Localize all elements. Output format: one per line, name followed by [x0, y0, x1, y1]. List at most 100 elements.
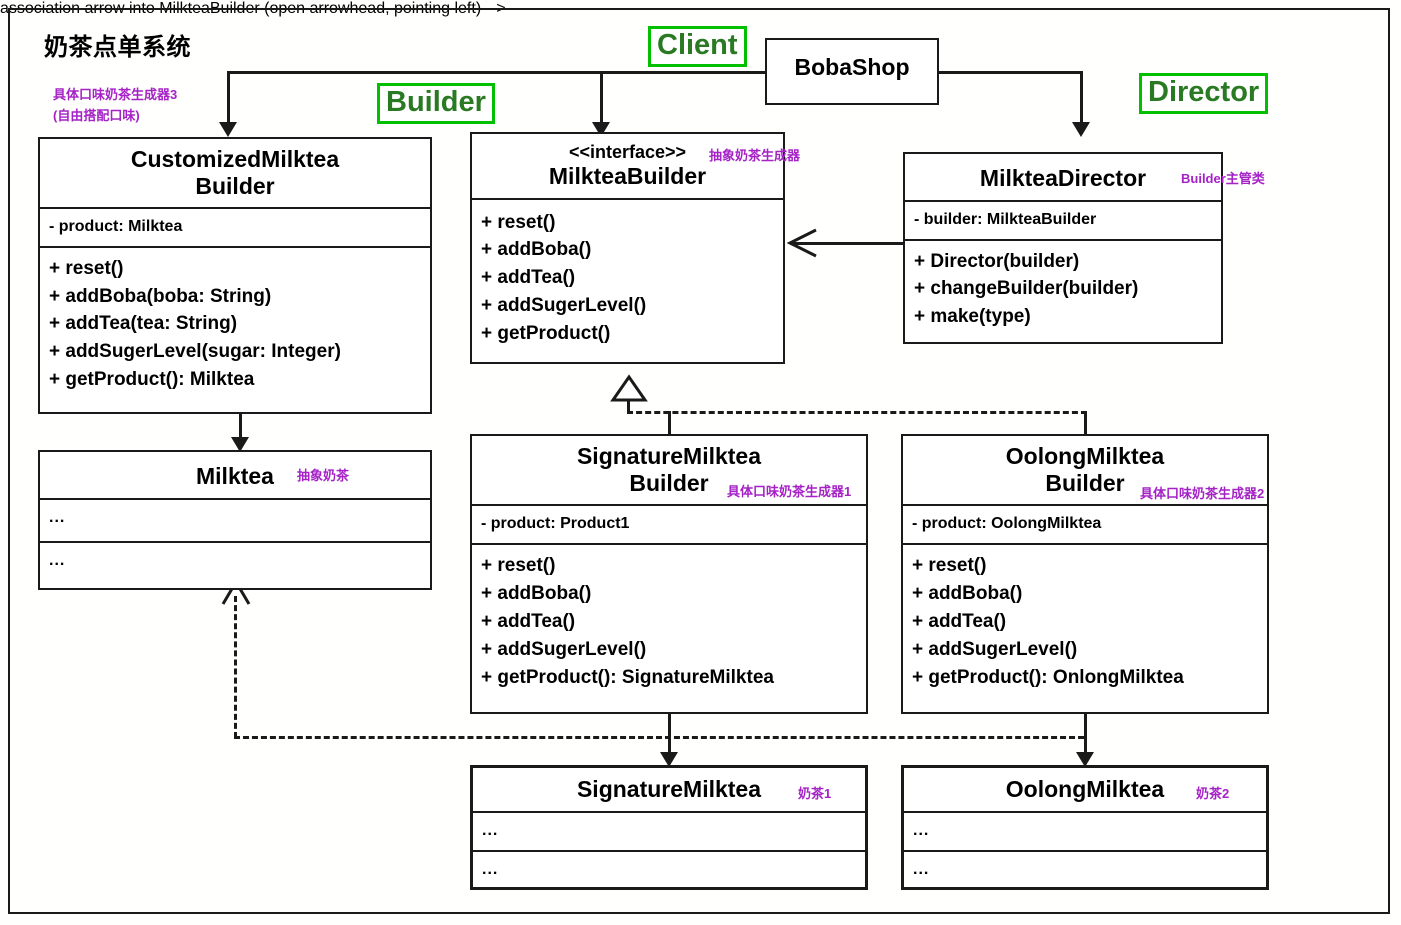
class-box-signature-milktea-builder[interactable]: SignatureMilktea Builder - product: Prod… — [470, 434, 868, 714]
operation-row: + getProduct() — [481, 323, 611, 345]
role-tag-client: Client — [648, 26, 747, 68]
arrowhead-to-signature-milktea — [660, 752, 678, 767]
operation-row: + addTea(tea: String) — [49, 313, 238, 335]
customized-builder-attributes: - product: Milktea — [40, 207, 430, 246]
connector-drop-customized — [227, 71, 230, 124]
page-border — [8, 8, 1390, 914]
class-box-milktea-builder-interface[interactable]: <<interface>> MilkteaBuilder + reset() +… — [470, 132, 785, 364]
signature-milktea-title: SignatureMilktea — [576, 776, 762, 802]
connector-products-dep-bus — [234, 736, 1084, 739]
annotation-oolong-builder: 具体口味奶茶生成器2 — [1140, 486, 1265, 501]
signature-builder-title-line1: SignatureMilktea — [576, 443, 762, 469]
operation-row: + addSugerLevel() — [481, 295, 647, 317]
connector-realization-stem — [627, 398, 630, 412]
operation-row: + addSugerLevel() — [481, 639, 647, 661]
operation-row: + reset() — [481, 555, 556, 577]
milktea-director-title: MilkteaDirector — [979, 165, 1147, 191]
operation-row: + reset() — [481, 211, 556, 233]
operation-row: + addBoba() — [912, 583, 1023, 605]
operation-row: + addSugerLevel() — [912, 639, 1078, 661]
annotation-signature-milktea: 奶茶1 — [798, 786, 832, 801]
connector-realization-to-signature — [668, 411, 671, 436]
operation-row: + addTea() — [481, 611, 576, 633]
operation-row: + addBoba(boba: String) — [49, 285, 272, 307]
operation-row: + addBoba() — [481, 583, 592, 605]
operation-row: ... — [49, 551, 66, 569]
class-box-customized-milktea-builder[interactable]: CustomizedMilktea Builder - product: Mil… — [38, 137, 432, 414]
oolong-builder-title-line1: OolongMilktea — [1005, 443, 1165, 469]
triangle-realization-milktea-builder — [610, 374, 648, 402]
attribute-row: ... — [913, 821, 930, 839]
milktea-attributes: ... — [40, 497, 430, 541]
class-box-oolong-milktea[interactable]: OolongMilktea ... ... — [901, 765, 1269, 890]
operation-row: + getProduct(): OnlongMilktea — [912, 667, 1184, 689]
connector-realization-to-oolong — [1084, 411, 1087, 436]
class-box-bobashop[interactable]: BobaShop — [765, 38, 939, 105]
oolong-milktea-attributes: ... — [904, 810, 1266, 850]
operation-row: + addSugerLevel(sugar: Integer) — [49, 340, 341, 362]
operation-row: ... — [482, 860, 499, 878]
attribute-row: - product: Milktea — [49, 218, 183, 236]
connector-products-dep-vertical — [234, 596, 237, 738]
customized-builder-title-line2: Builder — [195, 172, 275, 199]
milktea-operations: ... — [40, 540, 430, 584]
annotation-milktea: 抽象奶茶 — [297, 468, 350, 483]
role-tag-builder: Builder — [377, 83, 495, 125]
oolong-milktea-title: OolongMilktea — [1005, 776, 1165, 802]
connector-realization-bus — [627, 411, 1087, 414]
arrowhead-to-director — [1072, 122, 1090, 137]
attribute-row: - product: OolongMilktea — [912, 515, 1102, 533]
operation-row: + changeBuilder(builder) — [914, 278, 1139, 300]
signature-milktea-operations: ... — [473, 849, 865, 889]
oolong-builder-attributes: - product: OolongMilktea — [903, 504, 1267, 543]
arrowhead-to-milktea — [231, 437, 249, 452]
connector-bobashop-bus-right — [938, 71, 1083, 74]
milktea-title: Milktea — [196, 463, 274, 489]
class-box-oolong-milktea-builder[interactable]: OolongMilktea Builder - product: OolongM… — [901, 434, 1269, 714]
class-box-milktea-director[interactable]: MilkteaDirector - builder: MilkteaBuilde… — [903, 152, 1223, 344]
arrowhead-to-oolong-milktea — [1076, 752, 1094, 767]
annotation-signature-builder: 具体口味奶茶生成器1 — [727, 484, 852, 499]
operation-row: + getProduct(): SignatureMilktea — [481, 667, 774, 689]
oolong-builder-operations: + reset() + addBoba() + addTea() + addSu… — [903, 543, 1267, 700]
annotation-milktea-builder: 抽象奶茶生成器 — [709, 148, 801, 163]
operation-row: + getProduct(): Milktea — [49, 368, 255, 390]
oolong-builder-title-line2: Builder — [1045, 469, 1125, 496]
annotation-oolong-milktea: 奶茶2 — [1196, 786, 1230, 801]
attribute-row: ... — [49, 508, 66, 526]
side-note-line1: 具体口味奶茶生成器3 — [53, 87, 178, 102]
connector-customized-to-milktea — [239, 413, 242, 443]
attribute-row: - builder: MilkteaBuilder — [914, 210, 1097, 228]
signature-milktea-attributes: ... — [473, 810, 865, 850]
signature-builder-attributes: - product: Product1 — [472, 504, 866, 543]
milktea-director-operations: + Director(builder) + changeBuilder(buil… — [905, 238, 1221, 339]
connector-signature-builder-to-product — [668, 714, 671, 756]
customized-builder-title-line1: CustomizedMilktea — [130, 146, 340, 172]
bobashop-title: BobaShop — [794, 54, 910, 80]
operation-row: + Director(builder) — [914, 250, 1080, 272]
milktea-builder-operations: + reset() + addBoba() + addTea() + addSu… — [472, 197, 783, 357]
page-title: 奶茶点单系统 — [44, 34, 191, 61]
signature-builder-operations: + reset() + addBoba() + addTea() + addSu… — [472, 543, 866, 700]
customized-builder-operations: + reset() + addBoba(boba: String) + addT… — [40, 246, 430, 401]
operation-row: + addTea() — [912, 611, 1007, 633]
arrowhead-to-customized-builder — [219, 122, 237, 137]
operation-row: + addBoba() — [481, 239, 592, 261]
connector-director-uses-builder — [790, 242, 904, 245]
operation-row: ... — [913, 860, 930, 878]
operation-row: + reset() — [912, 555, 987, 577]
operation-row: + make(type) — [914, 305, 1031, 327]
connector-drop-milkteabuilder — [600, 71, 603, 124]
attribute-row: ... — [482, 821, 499, 839]
arrowhead-open-left-builder — [786, 228, 820, 258]
customized-builder-title: CustomizedMilktea Builder — [40, 139, 430, 207]
oolong-milktea-operations: ... — [904, 849, 1266, 889]
operation-row: + reset() — [49, 258, 124, 280]
class-box-signature-milktea[interactable]: SignatureMilktea ... ... — [470, 765, 868, 890]
signature-builder-title: SignatureMilktea Builder — [472, 436, 866, 504]
class-box-milktea[interactable]: Milktea ... ... — [38, 450, 432, 590]
milktea-builder-name: MilkteaBuilder — [548, 162, 707, 189]
operation-row: + addTea() — [481, 267, 576, 289]
annotation-milktea-director: Builder主管类 — [1181, 171, 1265, 186]
